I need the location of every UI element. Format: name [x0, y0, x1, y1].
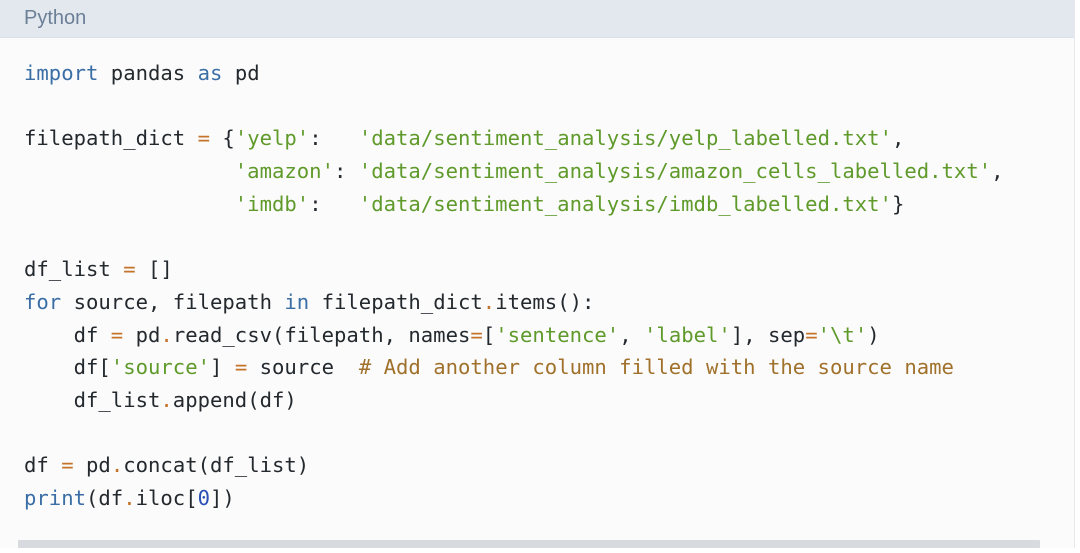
code-line: df['source'] = source # Add another colu…	[24, 355, 954, 379]
code-token: =	[805, 322, 818, 347]
code-line: df = pd.read_csv(filepath, names=['sente…	[24, 323, 880, 347]
code-token: concat(df_list)	[123, 453, 310, 478]
code-token	[24, 159, 235, 183]
code-token: }	[891, 191, 905, 216]
code-line: 'amazon': 'data/sentiment_analysis/amazo…	[24, 159, 1004, 183]
code-token: import	[24, 61, 99, 85]
code-token: =	[234, 355, 248, 380]
code-token: =	[470, 322, 483, 347]
code-token: 'sentence'	[495, 322, 620, 347]
code-token: []	[135, 257, 173, 282]
code-token: pd	[222, 61, 260, 85]
code-token: 0	[197, 486, 211, 511]
code-line: import pandas as pd	[24, 61, 260, 85]
code-token: =	[197, 126, 210, 151]
code-token: =	[123, 257, 136, 282]
code-token: pd	[123, 322, 161, 347]
code-token: 'data/sentiment_analysis/imdb_labelled.t…	[358, 191, 892, 216]
code-token: source, filepath	[61, 289, 285, 314]
code-token: ]	[210, 355, 235, 380]
code-token: ,	[891, 126, 905, 151]
code-token: pandas	[98, 61, 198, 85]
code-line: df_list.append(df)	[24, 388, 297, 412]
code-line: filepath_dict = {'yelp': 'data/sentiment…	[24, 126, 904, 150]
code-token: .	[160, 388, 173, 413]
code-token: :	[309, 126, 359, 151]
code-token: .	[482, 289, 496, 314]
code-token: .	[123, 486, 136, 511]
code-token: df_list	[24, 388, 161, 413]
code-token: df	[24, 453, 62, 478]
code-line: df_list = []	[24, 257, 173, 281]
code-language-header: Python	[0, 0, 1074, 38]
code-area[interactable]: import pandas as pd filepath_dict = {'ye…	[0, 38, 1074, 538]
code-token: filepath_dict	[24, 126, 198, 151]
code-token: '\t'	[817, 322, 868, 347]
code-token: 'data/sentiment_analysis/yelp_labelled.t…	[358, 126, 892, 151]
code-token: as	[197, 61, 223, 85]
code-token: 'source'	[110, 355, 210, 380]
code-token: (df	[86, 486, 124, 511]
code-token: =	[61, 453, 74, 478]
code-token: :	[333, 159, 359, 184]
code-token: append(df)	[172, 388, 297, 413]
code-token: for	[24, 289, 62, 314]
code-token: pd	[73, 453, 111, 478]
code-token: ], sep	[730, 322, 806, 347]
code-token: [	[482, 322, 496, 347]
code-token: 'amazon'	[234, 159, 334, 184]
code-token: )	[867, 322, 880, 347]
code-token: =	[110, 322, 124, 347]
code-token: ])	[210, 486, 235, 511]
code-token: in	[284, 289, 310, 314]
code-token: {	[210, 126, 235, 151]
code-token: # Add another column filled with the sou…	[358, 355, 954, 380]
code-token: 'imdb'	[234, 191, 310, 216]
code-token: filepath_dict	[309, 289, 483, 314]
code-token: iloc[	[135, 486, 198, 511]
code-token: df[	[24, 355, 111, 380]
code-token: df_list	[24, 257, 124, 282]
code-token: 'label'	[644, 322, 731, 347]
code-token: ,	[619, 322, 645, 347]
code-token: :	[309, 191, 359, 216]
code-token: 'yelp'	[234, 126, 310, 151]
code-token: df	[24, 322, 111, 347]
code-token	[24, 192, 235, 216]
code-line: df = pd.concat(df_list)	[24, 453, 309, 477]
code-line: print(df.iloc[0])	[24, 486, 235, 510]
code-token: print	[24, 486, 86, 511]
code-token: 'data/sentiment_analysis/amazon_cells_la…	[358, 159, 992, 184]
code-token: read_csv(filepath, names	[172, 322, 471, 347]
code-token: .	[110, 453, 124, 478]
code-token: .	[160, 322, 173, 347]
code-token: ,	[991, 159, 1004, 184]
code-content[interactable]: import pandas as pd filepath_dict = {'ye…	[0, 38, 1074, 515]
code-line: for source, filepath in filepath_dict.it…	[24, 290, 594, 314]
code-line: 'imdb': 'data/sentiment_analysis/imdb_la…	[24, 191, 905, 216]
code-token: items():	[495, 289, 595, 314]
code-token: source	[247, 355, 359, 380]
horizontal-scrollbar[interactable]	[18, 540, 1040, 548]
code-language-label: Python	[24, 7, 87, 29]
